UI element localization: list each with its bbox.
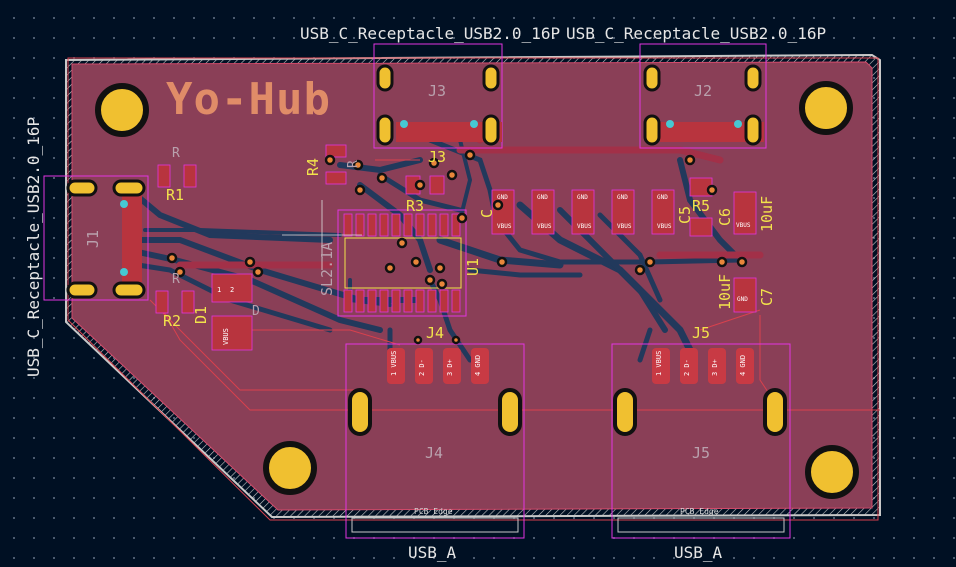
ref-j5-fab: J5	[692, 444, 711, 462]
pcb-edge-label-j5: PCB Edge	[680, 507, 719, 516]
value-d: D	[252, 304, 260, 319]
svg-text:VBUS: VBUS	[577, 223, 592, 230]
svg-text:1: 1	[217, 286, 221, 294]
diode-pad-labels: 1 2 VBUS	[217, 286, 234, 345]
u1-courtyard	[337, 209, 467, 317]
ref-j4-fab: J4	[425, 444, 444, 462]
value-r-3: R	[346, 160, 361, 168]
j2-courtyard	[639, 43, 767, 149]
ref-u1: U1	[464, 257, 482, 276]
j4-courtyard	[345, 343, 525, 539]
j2-pads	[643, 64, 764, 146]
j4-pin-1-label: 1 VBUS	[390, 350, 398, 376]
resistor-pads	[155, 144, 445, 351]
svg-text:VBUS: VBUS	[497, 223, 512, 230]
j1-courtyard	[43, 175, 149, 301]
c6-pad-vbus-label: VBUS	[736, 222, 751, 229]
j1-value-label: USB_C_Receptacle_USB2.0_16P	[24, 116, 43, 377]
capacitor-pad-labels: GND VBUS GND VBUS GND VBUS GND VBUS GND VBUS	[497, 194, 672, 230]
svg-text:GND: GND	[657, 194, 668, 201]
ref-c5: C5	[676, 205, 694, 224]
j5-body	[617, 517, 785, 533]
j3-value-label: USB_C_Receptacle_USB2.0_16P	[300, 24, 561, 43]
j4-body	[351, 517, 519, 533]
j5-pin-2-label: 2 D-	[683, 359, 691, 376]
ref-j2-fab: J2	[694, 82, 713, 100]
ref-d1: D1	[192, 305, 210, 324]
ref-j3-fab: J3	[428, 82, 447, 100]
j5-courtyard	[611, 343, 791, 539]
ref-c6: C6	[716, 207, 734, 226]
board-title: Yo-Hub	[166, 74, 331, 125]
svg-text:GND: GND	[497, 194, 508, 201]
ref-c-generic: C	[478, 208, 496, 218]
svg-text:VBUS: VBUS	[537, 223, 552, 230]
svg-text:VBUS: VBUS	[617, 223, 632, 230]
value-r-1: R	[172, 146, 180, 161]
svg-text:GND: GND	[537, 194, 548, 201]
vias	[166, 149, 748, 345]
j1-pads	[66, 179, 146, 299]
j5-value-label: USB_A	[674, 543, 723, 562]
value-r-2: R	[172, 272, 180, 287]
value-u1: SL2.1A	[318, 241, 336, 296]
j4-pin-4-label: 4 GND	[474, 354, 482, 376]
svg-text:VBUS: VBUS	[222, 328, 230, 345]
svg-text:2: 2	[230, 286, 234, 294]
j4-value-label: USB_A	[408, 543, 457, 562]
j4-pads	[348, 348, 522, 436]
c7-pad-gnd-label: GND	[737, 296, 748, 303]
board-courtyard-line	[67, 57, 879, 521]
net-lines	[149, 159, 880, 411]
j5-pin-4-label: 4 GND	[739, 354, 747, 376]
svg-text:GND: GND	[617, 194, 628, 201]
cursor-crosshair	[282, 200, 362, 270]
svg-text:VBUS: VBUS	[657, 223, 672, 230]
value-10uf-2: 10uF	[716, 273, 734, 310]
j4-pin-3-label: 3 D+	[446, 359, 454, 376]
ref-j4-silk: J4	[426, 324, 445, 342]
copper-fill-back	[71, 61, 873, 511]
value-10uf-1: 10uF	[758, 195, 776, 232]
j4-pin-2-label: 2 D-	[418, 359, 426, 376]
pcb-edge-label-j4: PCB Edge	[414, 507, 453, 516]
j3-pads	[376, 64, 502, 146]
j5-pads	[613, 348, 787, 436]
j3-courtyard	[373, 43, 503, 149]
ref-r2: R2	[163, 312, 182, 330]
ref-r5: R5	[692, 197, 711, 215]
ref-r1: R1	[166, 186, 185, 204]
ref-j3-silk: J3	[428, 148, 447, 166]
ref-j5-silk: J5	[692, 324, 711, 342]
ref-c7: C7	[758, 287, 776, 306]
capacitor-pads	[491, 177, 757, 313]
j2-value-label: USB_C_Receptacle_USB2.0_16P	[566, 24, 827, 43]
j5-pin-1-label: 1 VBUS	[655, 350, 663, 376]
u1-pads	[343, 213, 461, 313]
svg-text:GND: GND	[577, 194, 588, 201]
mounting-holes	[95, 81, 859, 499]
ref-r4: R4	[304, 157, 322, 176]
j5-pin-3-label: 3 D+	[711, 359, 719, 376]
ref-j1-fab: J1	[84, 229, 102, 248]
ref-r3: R3	[406, 197, 425, 215]
